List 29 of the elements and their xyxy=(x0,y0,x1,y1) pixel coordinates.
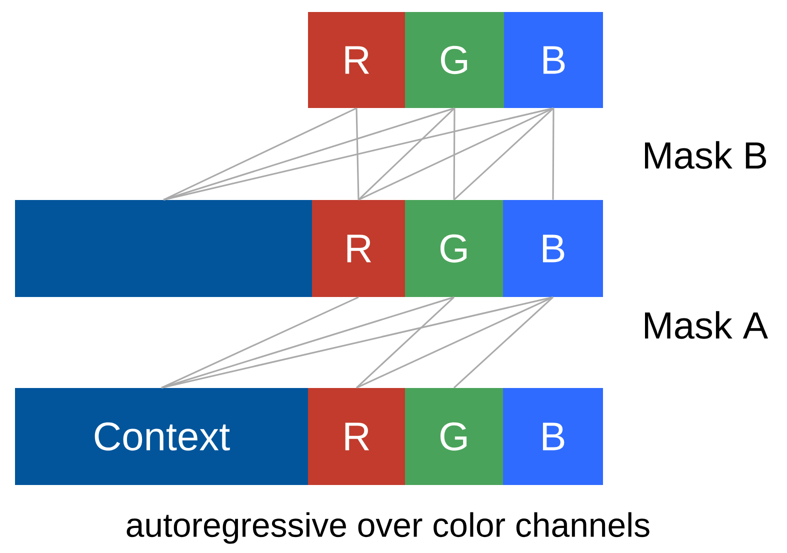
channel-box: B xyxy=(503,388,603,485)
channel-box: R xyxy=(308,388,405,485)
connector-line xyxy=(356,108,360,200)
connector-line xyxy=(358,108,456,200)
connector-line xyxy=(453,296,554,388)
connector-line xyxy=(552,108,554,200)
connector-line xyxy=(356,296,554,389)
channel-box: B xyxy=(503,200,603,297)
channel-box: G xyxy=(405,388,503,485)
connector-line xyxy=(358,107,554,200)
mask-label: Mask A xyxy=(645,311,768,339)
channel-box: G xyxy=(405,12,504,108)
context-box: Context xyxy=(15,388,308,485)
channel-box: B xyxy=(504,12,603,108)
connector-line xyxy=(356,296,455,388)
connector-line xyxy=(161,296,454,389)
connector-line xyxy=(163,107,357,200)
connector-line xyxy=(163,107,455,201)
connector-line xyxy=(453,108,456,200)
caption: autoregressive over color channels xyxy=(126,512,650,544)
blank-box xyxy=(15,200,312,297)
mask-label: Mask B xyxy=(645,141,766,169)
connector-line xyxy=(161,296,554,389)
channel-box: G xyxy=(405,200,503,297)
connector-line xyxy=(161,296,359,389)
channel-box: R xyxy=(312,200,405,297)
channel-box: R xyxy=(308,12,405,108)
connector-line xyxy=(163,107,554,201)
connector-line xyxy=(453,108,554,200)
